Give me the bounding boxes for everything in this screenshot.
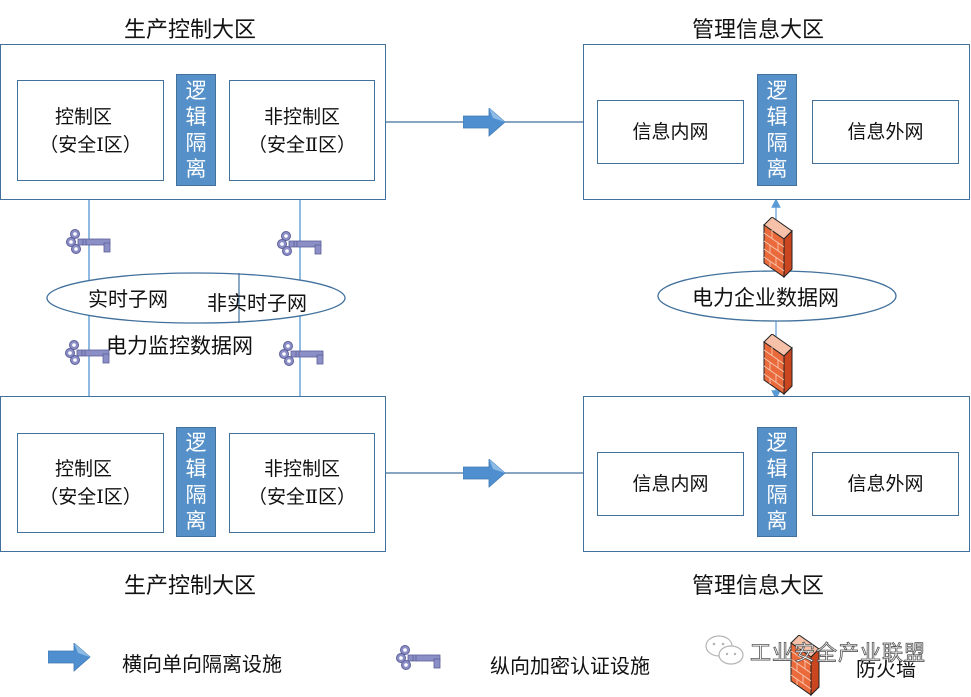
production-zone-bottom: 控制区 （安全Ⅰ区） 逻 辑 隔 离 非控制区 （安全Ⅱ区） [0,396,386,552]
iso-char: 辑 [766,457,788,481]
management-zone-title-bottom: 管理信息大区 [692,574,825,599]
production-zone-top: 控制区 （安全Ⅰ区） 逻 辑 隔 离 非控制区 （安全Ⅱ区） [0,44,386,200]
dispatch-network-ellipse [46,272,346,324]
iso-char: 离 [185,157,207,181]
control-zone: 控制区 （安全Ⅰ区） [17,80,164,181]
control-zone-label: 控制区 [54,105,112,128]
key-icon [279,341,324,366]
control-zone-sublabel: （安全Ⅰ区） [39,486,142,508]
key-icon [65,340,110,365]
firewall-icon [763,334,793,395]
legend-firewall: 防火墙 [856,657,916,681]
logical-isolation: 逻 辑 隔 离 [757,427,797,537]
iso-char: 隔 [185,483,207,507]
control-zone-sublabel: （安全Ⅰ区） [39,133,142,156]
iso-char: 辑 [185,105,207,129]
iso-char: 逻 [185,79,207,103]
logical-isolation: 逻 辑 隔 离 [176,427,216,537]
extranet-label: 信息外网 [847,473,924,495]
iso-char: 逻 [185,431,207,455]
key-icon [277,231,322,256]
management-zone-bottom: 信息内网 逻 辑 隔 离 信息外网 [583,396,970,552]
logical-isolation: 逻 辑 隔 离 [757,74,797,186]
legend-key-icon [396,645,441,670]
intranet-box: 信息内网 [597,452,744,516]
noncontrol-zone: 非控制区 （安全Ⅱ区） [229,80,375,181]
iso-char: 辑 [185,457,207,481]
management-zone-top: 信息内网 逻 辑 隔 离 信息外网 [583,44,970,200]
legend-arrow-icon [48,643,91,672]
production-zone-title-bottom: 生产控制大区 [124,574,257,599]
intranet-label: 信息内网 [632,121,709,143]
dispatch-network-label: 电力监控数据网 [106,334,253,358]
enterprise-network-label: 电力企业数据网 [692,286,839,310]
extranet-label: 信息外网 [847,121,924,143]
iso-char: 逻 [766,431,788,455]
noncontrol-zone-sublabel: （安全Ⅱ区） [248,133,356,156]
wechat-icon [702,633,748,669]
realtime-subnet-label: 实时子网 [88,287,168,311]
iso-char: 离 [766,157,788,181]
noncontrol-zone-label: 非控制区 [263,105,340,128]
key-icon [66,229,111,254]
iso-char: 隔 [766,483,788,507]
control-zone-label: 控制区 [54,458,112,480]
intranet-box: 信息内网 [597,100,744,164]
control-zone: 控制区 （安全Ⅰ区） [17,433,164,533]
intranet-label: 信息内网 [632,473,709,495]
legend-horizontal-isolation: 横向单向隔离设施 [122,652,282,676]
extranet-box: 信息外网 [812,100,959,164]
noncontrol-zone: 非控制区 （安全Ⅱ区） [229,433,375,533]
logical-isolation: 逻 辑 隔 离 [176,74,216,186]
firewall-icon [763,217,793,278]
nonrealtime-subnet-label: 非实时子网 [207,291,307,315]
noncontrol-zone-label: 非控制区 [263,458,340,480]
one-way-isolation-arrow-icon [463,108,506,137]
watermark-text: 工业安全产业联盟 [750,641,926,666]
production-zone-title-top: 生产控制大区 [124,18,257,43]
iso-char: 隔 [766,131,788,155]
one-way-isolation-arrow-icon [463,459,506,488]
iso-char: 离 [185,509,207,533]
legend-vertical-encryption: 纵向加密认证设施 [490,654,650,678]
iso-char: 辑 [766,105,788,129]
iso-char: 离 [766,509,788,533]
management-zone-title-top: 管理信息大区 [692,18,825,43]
iso-char: 逻 [766,79,788,103]
extranet-box: 信息外网 [812,452,959,516]
noncontrol-zone-sublabel: （安全Ⅱ区） [248,486,356,508]
iso-char: 隔 [185,131,207,155]
